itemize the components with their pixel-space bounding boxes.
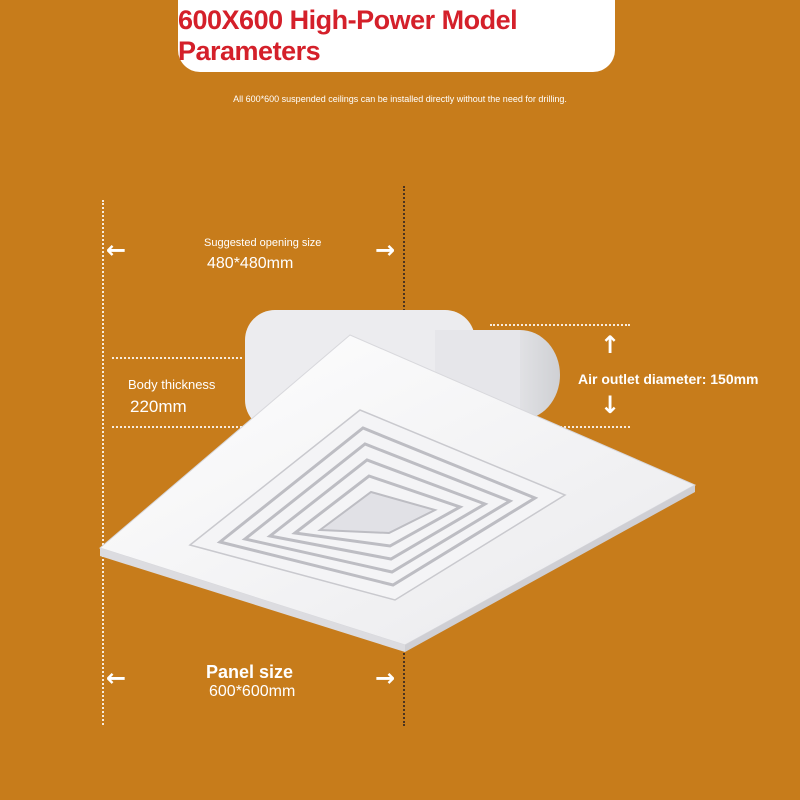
ventilation-fan-image	[98, 310, 697, 652]
outlet-label: Air outlet diameter: 150mm	[578, 371, 759, 387]
thickness-bottom-guide	[112, 426, 242, 428]
arrow-right-icon: →	[375, 236, 396, 264]
page-title: 600X600 High-Power Model Parameters	[178, 5, 518, 66]
opening-size-label: Suggested opening size	[204, 237, 322, 249]
title-banner: 600X600 High-Power Model Parameters	[178, 0, 615, 72]
arrow-down-icon: ↓	[600, 391, 621, 419]
arrow-left-icon: ←	[106, 236, 127, 264]
outlet-top-guide	[490, 324, 630, 326]
arrow-left-icon: ←	[106, 664, 127, 692]
panel-size-value: 600*600mm	[209, 683, 296, 700]
outlet-bottom-guide	[545, 426, 630, 428]
left-guide-line	[102, 200, 104, 725]
thickness-label: Body thickness	[128, 377, 216, 392]
thickness-top-guide	[112, 357, 242, 359]
install-note: All 600*600 suspended ceilings can be in…	[233, 94, 567, 104]
panel-size-label: Panel size	[206, 662, 294, 682]
thickness-value: 220mm	[130, 397, 187, 416]
opening-size-value: 480*480mm	[207, 255, 294, 272]
arrow-right-icon: →	[375, 664, 396, 692]
arrow-up-icon: ↑	[600, 331, 621, 359]
